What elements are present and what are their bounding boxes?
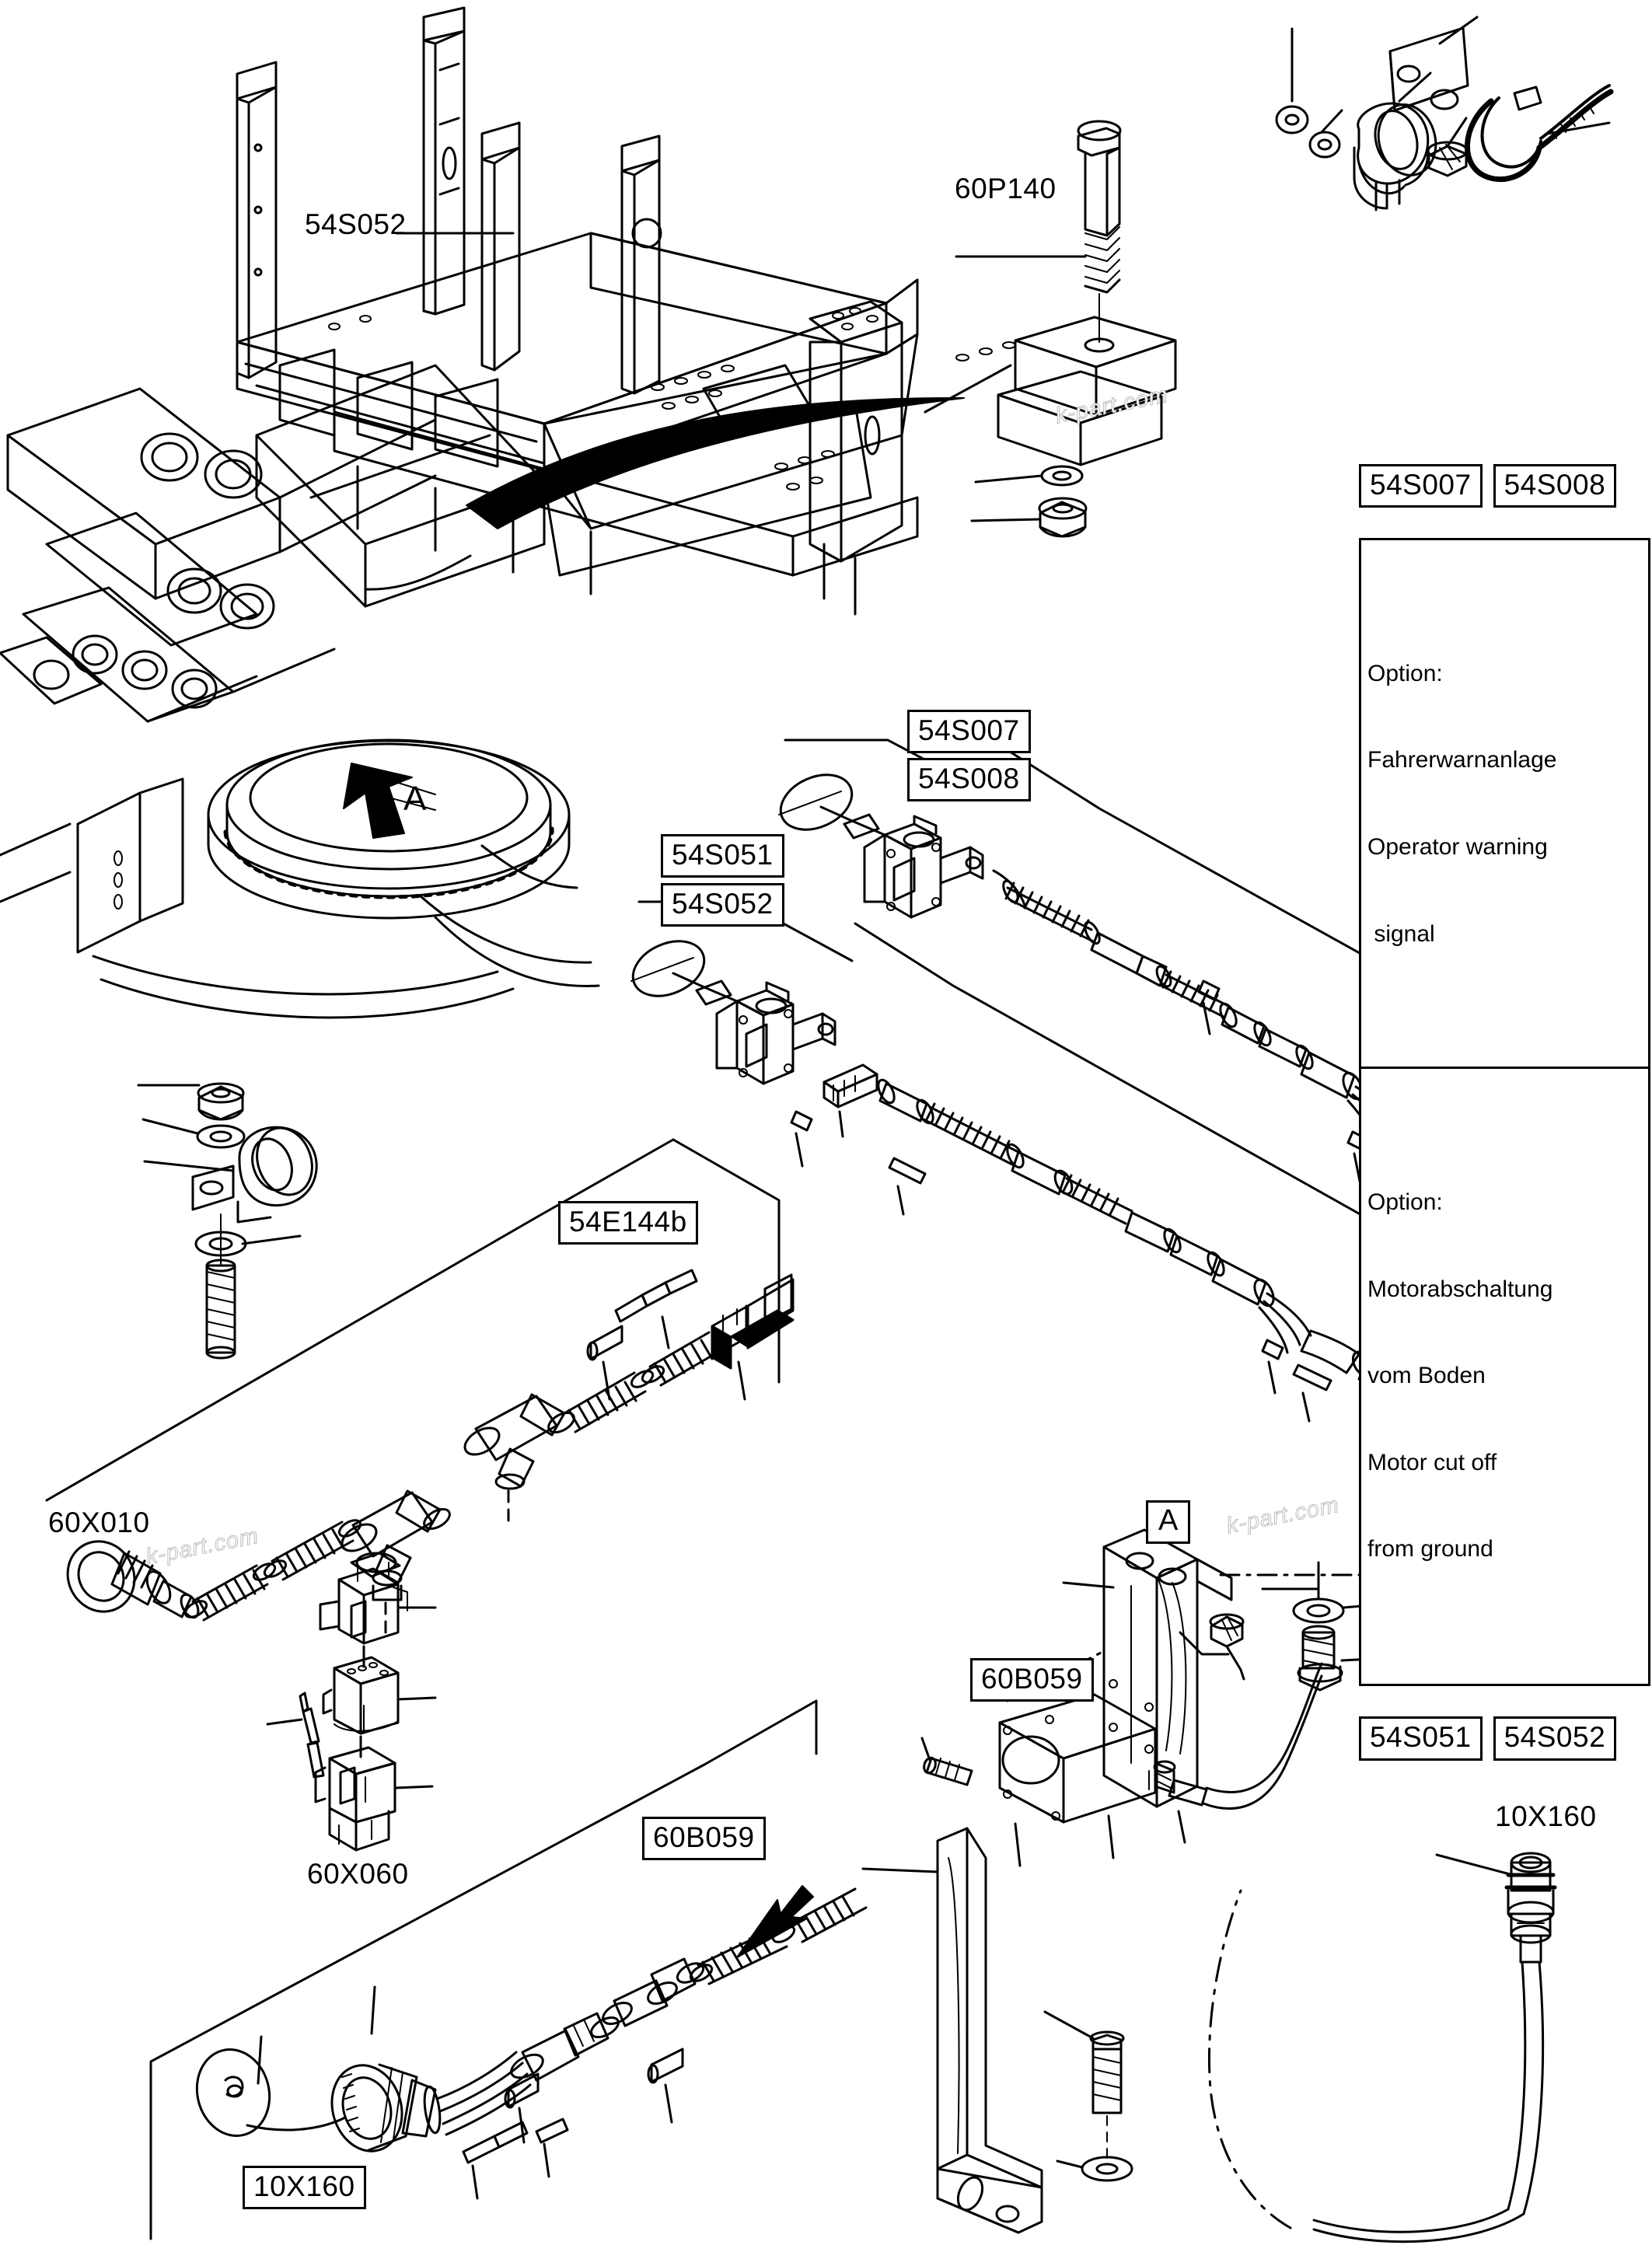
conduit-d <box>1059 1174 1133 1225</box>
legend-block-0: Option: Fahrerwarnanlage Operator warnin… <box>1367 601 1642 1006</box>
callout-10X160-right: 10X160 <box>1495 1800 1597 1832</box>
boxed-label-60B059-arrow: 60B059 <box>642 1817 766 1861</box>
callout-54S052: 54S052 <box>305 208 407 240</box>
view-marker-a-detail: A <box>1146 1500 1191 1544</box>
callout-60X060: 60X060 <box>307 1858 409 1890</box>
pointer-blade <box>466 396 965 529</box>
boxed-label-54S052-mid: 54S052 <box>661 883 784 927</box>
legend-header-right: 54S008 <box>1493 463 1617 508</box>
socket-10X160-left <box>149 1699 868 2240</box>
boxed-label-54S007-top: 54S007 <box>907 710 1031 754</box>
legend-footer-left: 54S051 <box>1359 1716 1483 1761</box>
bracket-assembly-60B059 <box>861 1528 1402 2234</box>
boxed-label-60B059-detail: 60B059 <box>970 1658 1094 1702</box>
callout-60X010: 60X010 <box>48 1507 150 1538</box>
boxed-label-54E144b: 54E144b <box>558 1201 698 1245</box>
legend-footer-right: 54S052 <box>1493 1716 1617 1761</box>
legend-body: Option: Fahrerwarnanlage Operator warnin… <box>1359 538 1650 1687</box>
connector-stack-60X060 <box>266 1552 437 1852</box>
legend-line: Option: <box>1367 660 1443 686</box>
clamp-hardware <box>137 1082 318 1360</box>
conduit-c <box>922 1102 1025 1169</box>
legend-line: Motorabschaltung <box>1367 1276 1553 1302</box>
callout-60P140: 60P140 <box>955 173 1057 204</box>
legend-block-1: Option: Motorabschaltung vom Boden Motor… <box>1367 1130 1642 1622</box>
socket-10X160-right <box>1208 1852 1557 2243</box>
boxed-label-10X160-left: 10X160 <box>243 2166 366 2210</box>
legend-line: Motor cut off <box>1367 1449 1497 1475</box>
boxed-label-54S008-top: 54S008 <box>907 758 1031 802</box>
legend-line: from ground <box>1367 1536 1493 1562</box>
switch-harness-lower <box>630 900 1409 1423</box>
bolt-60P140-assembly <box>924 120 1177 538</box>
legend-line: Fahrerwarnanlage <box>1367 747 1557 773</box>
boxed-label-54S051-mid: 54S051 <box>661 834 784 878</box>
legend-line: signal <box>1367 920 1435 947</box>
view-marker-a-ring: A <box>403 780 427 818</box>
tee-harness-54E144b <box>45 1138 795 1642</box>
legend-line: Option: <box>1367 1189 1443 1216</box>
conduit-a <box>1002 879 1101 945</box>
legend-line: vom Boden <box>1367 1363 1486 1389</box>
legend-line: Operator warning <box>1367 833 1548 860</box>
conduit-b <box>1160 970 1230 1018</box>
upper-frame-assembly <box>0 6 1016 1019</box>
horn-mount-kit <box>1275 16 1614 211</box>
arrow-to-60B059 <box>736 1885 814 1958</box>
legend-divider <box>1361 1067 1648 1070</box>
legend-block: 54S007 54S008 Option: Fahrerwarnanlage O… <box>1359 436 1650 1775</box>
legend-header-left: 54S007 <box>1359 463 1483 508</box>
